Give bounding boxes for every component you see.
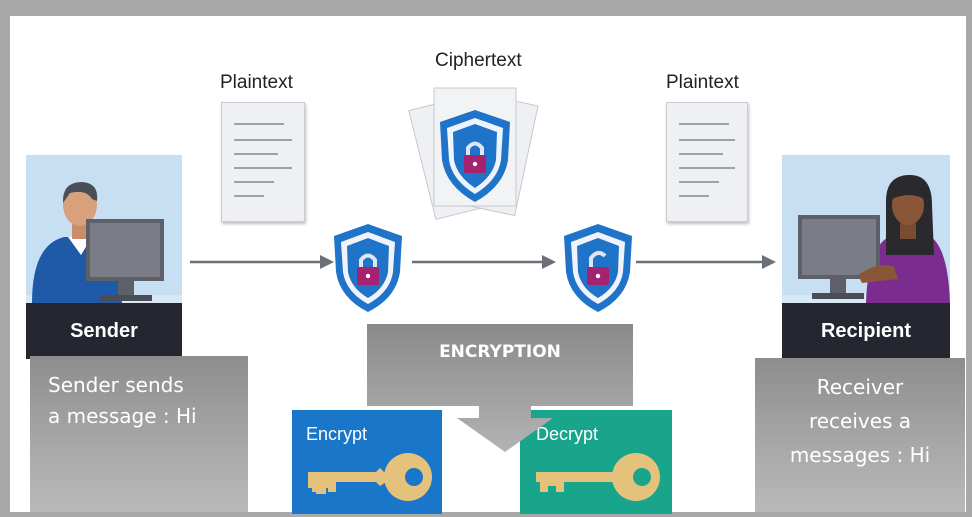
key-icon — [536, 453, 660, 501]
arrow-encrypt-to-decrypt — [412, 255, 556, 269]
recipient-avatar — [782, 155, 950, 303]
receiver-note-line: Receiver — [816, 375, 904, 399]
sender-note-line: a message : Hi — [48, 404, 197, 428]
receiver-note: Receiver receives a messages : Hi — [755, 358, 965, 512]
encrypt-key-panel: Encrypt — [292, 410, 442, 514]
decrypt-key-panel: Decrypt — [520, 410, 672, 514]
sender-note-line: Sender sends — [48, 373, 184, 397]
encrypt-shield-icon — [334, 224, 402, 312]
key-icon — [308, 453, 432, 501]
ciphertext-documents — [408, 87, 539, 220]
arrow-decrypt-to-recipient — [636, 255, 776, 269]
sender-name-bar: Sender — [26, 303, 182, 359]
encryption-callout-shape — [367, 324, 633, 452]
plaintext-document-right — [666, 102, 748, 222]
receiver-note-line: receives a — [808, 409, 912, 433]
plaintext-right-label: Plaintext — [666, 72, 739, 93]
plaintext-document-left — [221, 102, 305, 222]
ciphertext-label: Ciphertext — [435, 50, 522, 71]
arrow-sender-to-encrypt — [190, 255, 334, 269]
decrypt-label: Decrypt — [536, 424, 599, 444]
sender-avatar — [26, 155, 182, 303]
receiver-note-line: messages : Hi — [789, 443, 931, 467]
plaintext-left-label: Plaintext — [220, 72, 293, 93]
encryption-title: ENCRYPTION — [439, 342, 561, 362]
encrypt-label: Encrypt — [306, 424, 368, 444]
sender-note: Sender sends a message : Hi — [30, 356, 248, 512]
decrypt-shield-icon — [564, 224, 632, 312]
recipient-name-bar: Recipient — [782, 303, 950, 359]
